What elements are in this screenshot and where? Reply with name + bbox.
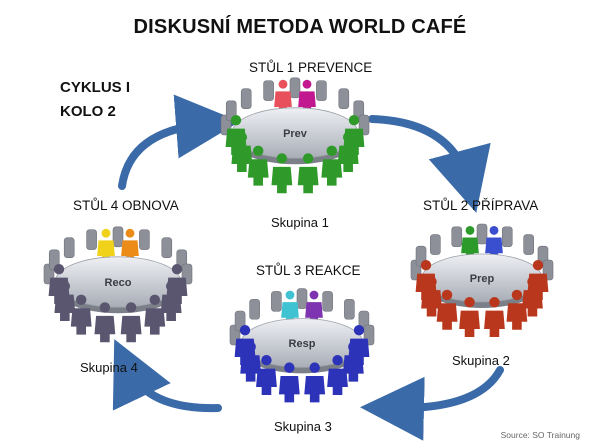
group-3-label: Skupina 3 [274, 419, 332, 434]
source-note: Source: SO Trainung [500, 430, 580, 440]
member-2 [54, 281, 76, 322]
cycle-label: CYKLUS I [60, 79, 131, 96]
arrow-table1-to-table2 [368, 115, 491, 213]
group-members [234, 325, 370, 403]
table-name: Prev [283, 128, 308, 140]
member-5 [484, 297, 505, 338]
table-name: Reco [105, 277, 132, 289]
chairs [229, 288, 375, 346]
arrow-table3-to-table4 [112, 339, 222, 413]
host-1 [461, 226, 479, 260]
group-2-label: Skupina 2 [452, 353, 510, 368]
member-2 [421, 276, 442, 317]
group-members [415, 260, 549, 338]
chairs [43, 226, 193, 285]
table-station-2: Prep [410, 223, 554, 338]
host-1 [97, 228, 115, 263]
host-2 [121, 228, 139, 263]
member-3 [256, 355, 277, 396]
member-6 [327, 355, 348, 396]
member-8 [343, 115, 365, 155]
member-5 [297, 153, 319, 194]
table-1-label: STŮL 1 PREVENCE [249, 60, 373, 75]
table-name: Resp [289, 338, 316, 350]
round-label: KOLO 2 [60, 103, 116, 120]
host-2 [298, 79, 316, 114]
table-station-4: Reco [43, 226, 193, 343]
member-2 [231, 132, 253, 173]
host-1 [274, 79, 292, 114]
group-1-label: Skupina 1 [271, 215, 329, 230]
chairs [410, 223, 554, 281]
table-2-label: STŮL 2 PŘÍPRAVA [423, 198, 539, 213]
member-4 [278, 362, 300, 403]
member-2 [240, 341, 262, 382]
member-4 [271, 153, 293, 194]
member-3 [436, 289, 458, 330]
table-station-3: Resp [229, 288, 375, 403]
member-6 [506, 289, 528, 330]
host-2 [485, 226, 503, 260]
member-4 [94, 302, 116, 343]
group-4-label: Skupina 4 [80, 360, 138, 375]
table-name: Prep [470, 273, 495, 285]
member-3 [70, 294, 92, 335]
member-8 [166, 264, 188, 304]
table-4-label: STŮL 4 OBNOVA [73, 198, 179, 213]
table-3-label: STŮL 3 REAKCE [256, 263, 361, 278]
page-title: DISKUSNÍ METODA WORLD CAFÉ [133, 16, 467, 38]
arrow-table4-to-table1 [118, 94, 240, 190]
member-5 [120, 302, 142, 343]
group-members [225, 115, 365, 194]
host-2 [305, 290, 323, 325]
group-members [48, 264, 188, 343]
member-5 [304, 362, 326, 403]
member-6 [144, 294, 166, 335]
member-6 [321, 145, 343, 186]
host-1 [281, 290, 299, 325]
member-4 [459, 297, 480, 338]
table-station-1: Prev [220, 77, 370, 194]
member-8 [527, 260, 549, 300]
arrow-table2-to-table3 [360, 366, 504, 441]
member-8 [348, 325, 370, 365]
cycle-round-label: CYKLUS I KOLO 2 [60, 76, 130, 124]
member-3 [247, 145, 269, 186]
